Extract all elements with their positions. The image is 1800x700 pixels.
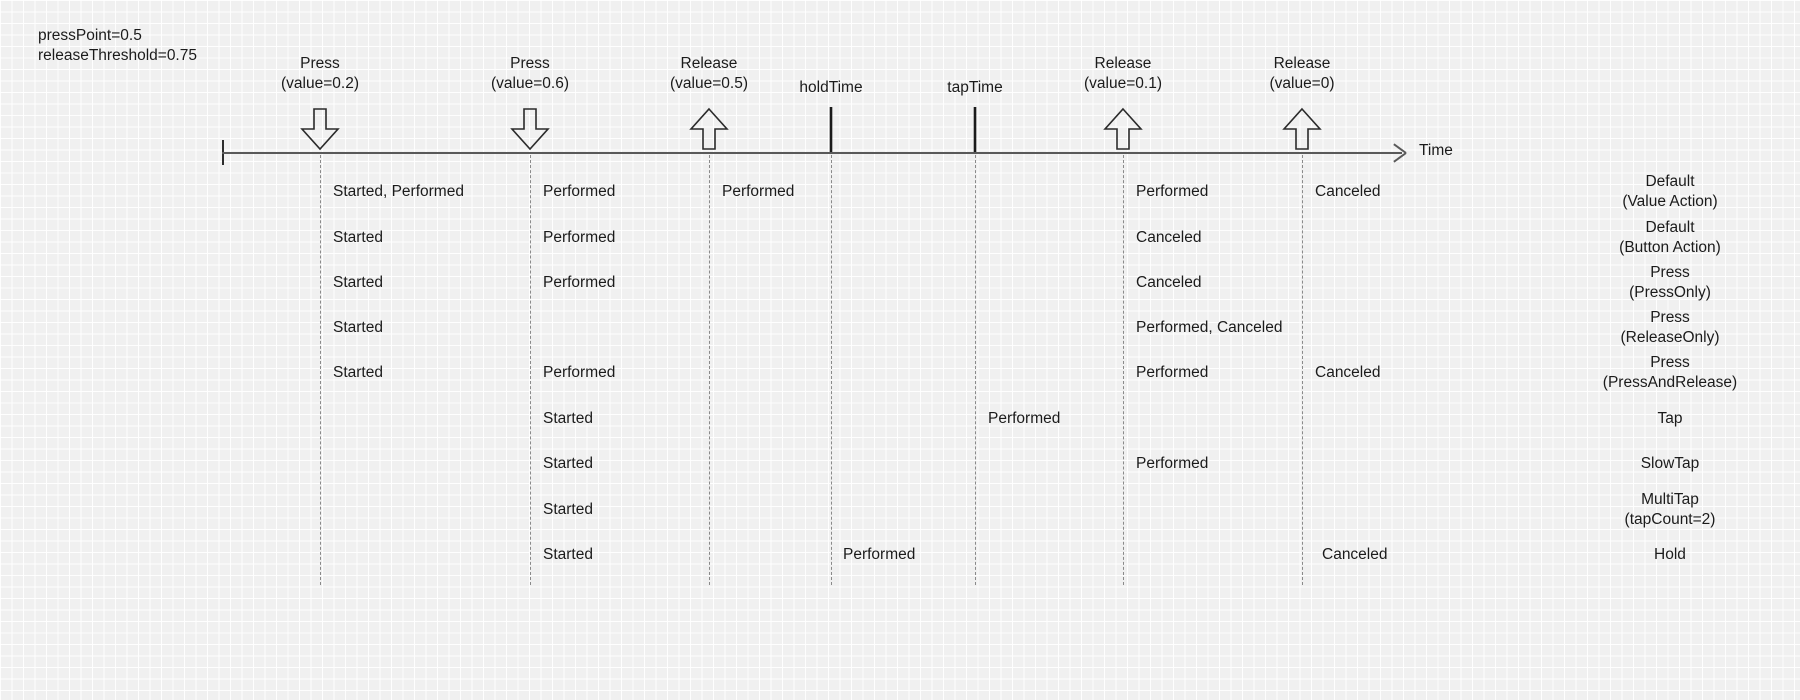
row-label-line1: MultiTap: [1641, 490, 1699, 508]
marker-label-line1: Press: [300, 55, 340, 72]
event-cell: Started: [333, 229, 383, 246]
event-cell: Started: [543, 455, 593, 472]
event-cell: Started, Performed: [333, 183, 464, 200]
row-label-line1: Hold: [1654, 545, 1686, 563]
row-label-line1: Press: [1650, 353, 1690, 371]
marker-label-line2: (value=0): [1269, 75, 1335, 93]
guide-line-release-0-5: [709, 155, 710, 585]
event-cell: Performed: [543, 274, 616, 291]
marker-label-line2: (value=0.5): [670, 75, 748, 93]
row-label-line2: (ReleaseOnly): [1620, 329, 1720, 346]
event-cell: Started: [543, 546, 593, 563]
marker-label-line1: Press: [510, 55, 550, 72]
row-label-multitap: MultiTap (tapCount=2): [1540, 490, 1800, 530]
marker-label-line1: Release: [680, 55, 738, 72]
event-cell: Performed: [543, 229, 616, 246]
row-label-line1: Default: [1645, 218, 1695, 236]
row-label-line1: Default: [1645, 172, 1695, 190]
row-label-line2: (tapCount=2): [1624, 511, 1716, 528]
marker-label-release-0: Release (value=0): [1269, 54, 1334, 95]
row-label-line1: SlowTap: [1640, 454, 1700, 472]
event-cell: Performed: [543, 364, 616, 381]
marker-label-line1: tapTime: [947, 79, 1003, 96]
guide-line-hold-time: [831, 155, 832, 585]
marker-label-hold-time: holdTime: [799, 78, 862, 98]
press-point-value: pressPoint=0.5: [38, 27, 142, 44]
row-label-press-pressonly: Press (PressOnly): [1540, 263, 1800, 303]
row-label-line1: Tap: [1657, 409, 1683, 427]
marker-label-tap-time: tapTime: [947, 78, 1002, 98]
row-label-default-button-action: Default (Button Action): [1540, 218, 1800, 258]
event-cell: Started: [543, 410, 593, 427]
guide-line-press-0-2: [320, 155, 321, 585]
marker-arrow-up-icon-release-0: [1279, 107, 1325, 152]
event-cell: Performed: [722, 183, 795, 200]
row-label-default-value-action: Default (Value Action): [1540, 172, 1800, 212]
row-label-press-pressandrelease: Press (PressAndRelease): [1540, 353, 1800, 393]
marker-tick-icon-tap-time: [972, 107, 978, 152]
event-cell: Performed, Canceled: [1136, 319, 1283, 336]
marker-label-line2: (value=0.2): [281, 75, 359, 93]
row-label-line2: (Value Action): [1622, 193, 1718, 210]
marker-label-press-0-2: Press (value=0.2): [281, 54, 359, 95]
event-cell: Started: [333, 274, 383, 291]
marker-label-line1: Release: [1273, 55, 1331, 72]
event-cell: Performed: [1136, 183, 1209, 200]
row-label-line2: (Button Action): [1619, 239, 1721, 256]
event-cell: Performed: [1136, 364, 1209, 381]
marker-label-line2: (value=0.1): [1084, 75, 1162, 93]
event-cell: Performed: [843, 546, 916, 563]
marker-arrow-up-icon-release-0-5: [686, 107, 732, 152]
row-label-line1: Press: [1650, 263, 1690, 281]
time-axis-line: [222, 152, 1402, 154]
guide-line-tap-time: [975, 155, 976, 585]
marker-label-line1: holdTime: [799, 79, 863, 96]
row-label-slowtap: SlowTap: [1540, 454, 1800, 474]
event-cell: Started: [543, 501, 593, 518]
row-label-line1: Press: [1650, 308, 1690, 326]
marker-tick-icon-hold-time: [828, 107, 834, 152]
row-label-hold: Hold: [1540, 545, 1800, 565]
event-cell: Started: [333, 364, 383, 381]
marker-label-line2: (value=0.6): [491, 75, 569, 93]
row-label-line2: (PressOnly): [1629, 284, 1711, 301]
event-cell: Canceled: [1315, 183, 1381, 200]
event-cell: Canceled: [1315, 364, 1381, 381]
event-cell: Performed: [988, 410, 1061, 427]
guide-line-press-0-6: [530, 155, 531, 585]
marker-label-line1: Release: [1094, 55, 1152, 72]
row-label-tap: Tap: [1540, 409, 1800, 429]
parameter-note: pressPoint=0.5 releaseThreshold=0.75: [38, 26, 197, 67]
event-cell: Canceled: [1136, 229, 1202, 246]
marker-label-release-0-5: Release (value=0.5): [670, 54, 748, 95]
event-cell: Performed: [1136, 455, 1209, 472]
row-label-line2: (PressAndRelease): [1602, 374, 1738, 391]
release-threshold-value: releaseThreshold=0.75: [38, 47, 197, 65]
guide-line-release-0: [1302, 155, 1303, 585]
event-cell: Canceled: [1322, 546, 1388, 563]
marker-label-press-0-6: Press (value=0.6): [491, 54, 569, 95]
time-axis-label: Time: [1419, 142, 1453, 159]
guide-line-release-0-1: [1123, 155, 1124, 585]
event-cell: Started: [333, 319, 383, 336]
event-cell: Performed: [543, 183, 616, 200]
marker-arrow-down-icon-press-0-2: [297, 107, 343, 152]
marker-arrow-down-icon-press-0-6: [507, 107, 553, 152]
row-label-press-releaseonly: Press (ReleaseOnly): [1540, 308, 1800, 348]
marker-label-release-0-1: Release (value=0.1): [1084, 54, 1162, 95]
event-cell: Canceled: [1136, 274, 1202, 291]
marker-arrow-up-icon-release-0-1: [1100, 107, 1146, 152]
